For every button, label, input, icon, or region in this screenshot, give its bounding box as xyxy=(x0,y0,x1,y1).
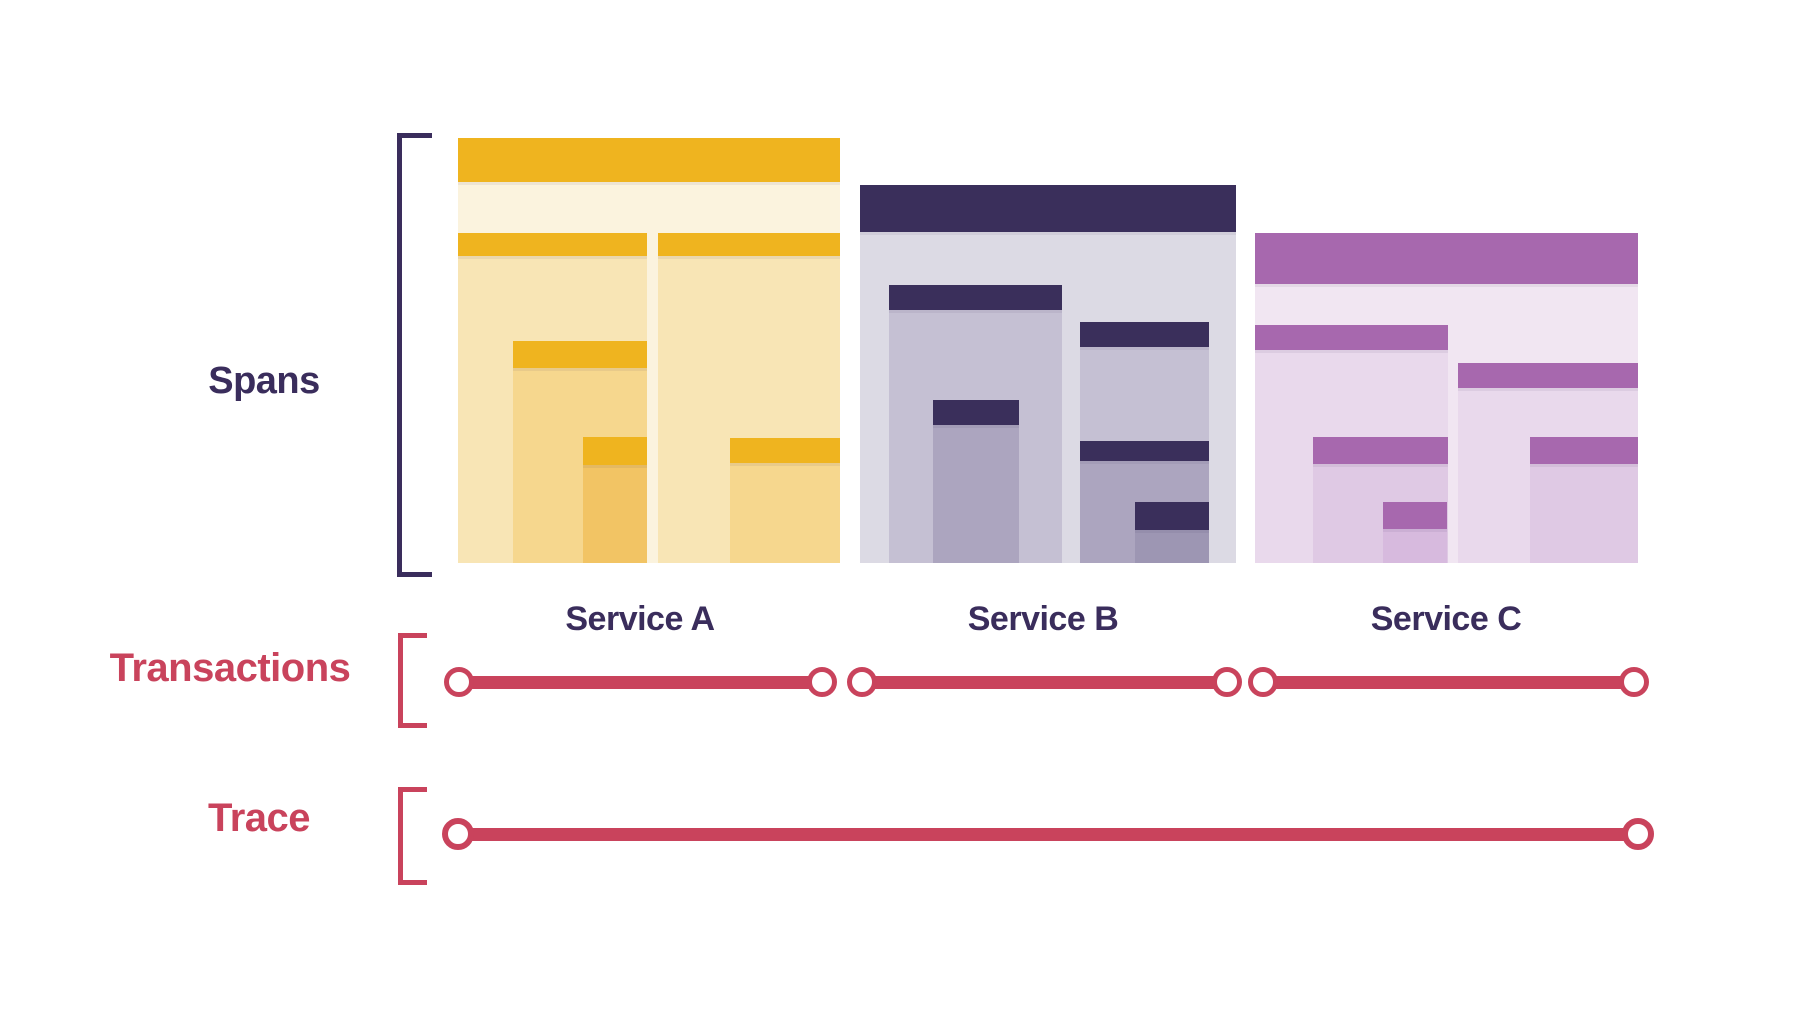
service-c-span-header-l2 xyxy=(1313,437,1448,464)
trace-endpoint-circle-1-start xyxy=(442,818,474,850)
transaction-endpoint-circle-1-end xyxy=(807,667,837,697)
service-a-span-header-l3 xyxy=(583,437,647,465)
trace-bracket xyxy=(398,787,427,885)
service-b-span-header-l1 xyxy=(889,285,1062,310)
transactions-bracket xyxy=(398,633,427,728)
service-a-span-header-l1 xyxy=(658,233,840,256)
service-b-span-body-l3 xyxy=(1135,530,1209,563)
service-a-span-header-l2 xyxy=(513,341,647,368)
transaction-line-2 xyxy=(862,676,1227,689)
service-b-span-header-l3 xyxy=(1135,502,1209,530)
transaction-endpoint-circle-3-end xyxy=(1619,667,1649,697)
service-b-span-header-l2 xyxy=(1080,441,1209,461)
service-b-span-header-l1 xyxy=(1080,322,1209,347)
service-b-label: Service B xyxy=(967,600,1119,638)
spans-bracket xyxy=(397,133,432,577)
trace-endpoint-circle-1-end xyxy=(1622,818,1654,850)
service-a-span-header-l2 xyxy=(730,438,840,463)
service-c-span-header-l1 xyxy=(1255,325,1448,350)
service-a-label: Service A xyxy=(565,600,715,638)
service-c-label: Service C xyxy=(1370,600,1522,638)
transaction-endpoint-circle-2-end xyxy=(1212,667,1242,697)
service-c-span-body-l3 xyxy=(1383,529,1447,563)
transaction-line-3 xyxy=(1263,676,1634,689)
transaction-endpoint-circle-1-start xyxy=(444,667,474,697)
service-c-span-header-l0 xyxy=(1255,233,1638,284)
transaction-line-1 xyxy=(459,676,822,689)
transactions-label: Transactions xyxy=(109,646,351,690)
trace-line-1 xyxy=(458,828,1638,841)
service-c-span-header-l3 xyxy=(1383,502,1447,529)
service-b-span-header-l2 xyxy=(933,400,1019,425)
service-b-span-body-l2 xyxy=(933,425,1019,563)
service-a-span-header-l1 xyxy=(458,233,647,256)
trace-label: Trace xyxy=(207,796,311,840)
service-a-span-header-l0 xyxy=(458,138,840,182)
spans-label: Spans xyxy=(208,360,320,402)
transaction-endpoint-circle-3-start xyxy=(1248,667,1278,697)
service-c-span-body-l2 xyxy=(1530,464,1638,563)
service-c-span-header-l1 xyxy=(1458,363,1638,388)
service-b-span-header-l0 xyxy=(860,185,1236,232)
service-c-span-header-l2 xyxy=(1530,437,1638,464)
transaction-endpoint-circle-2-start xyxy=(847,667,877,697)
service-a-span-body-l3 xyxy=(583,465,647,563)
service-a-span-body-l2 xyxy=(730,463,840,563)
